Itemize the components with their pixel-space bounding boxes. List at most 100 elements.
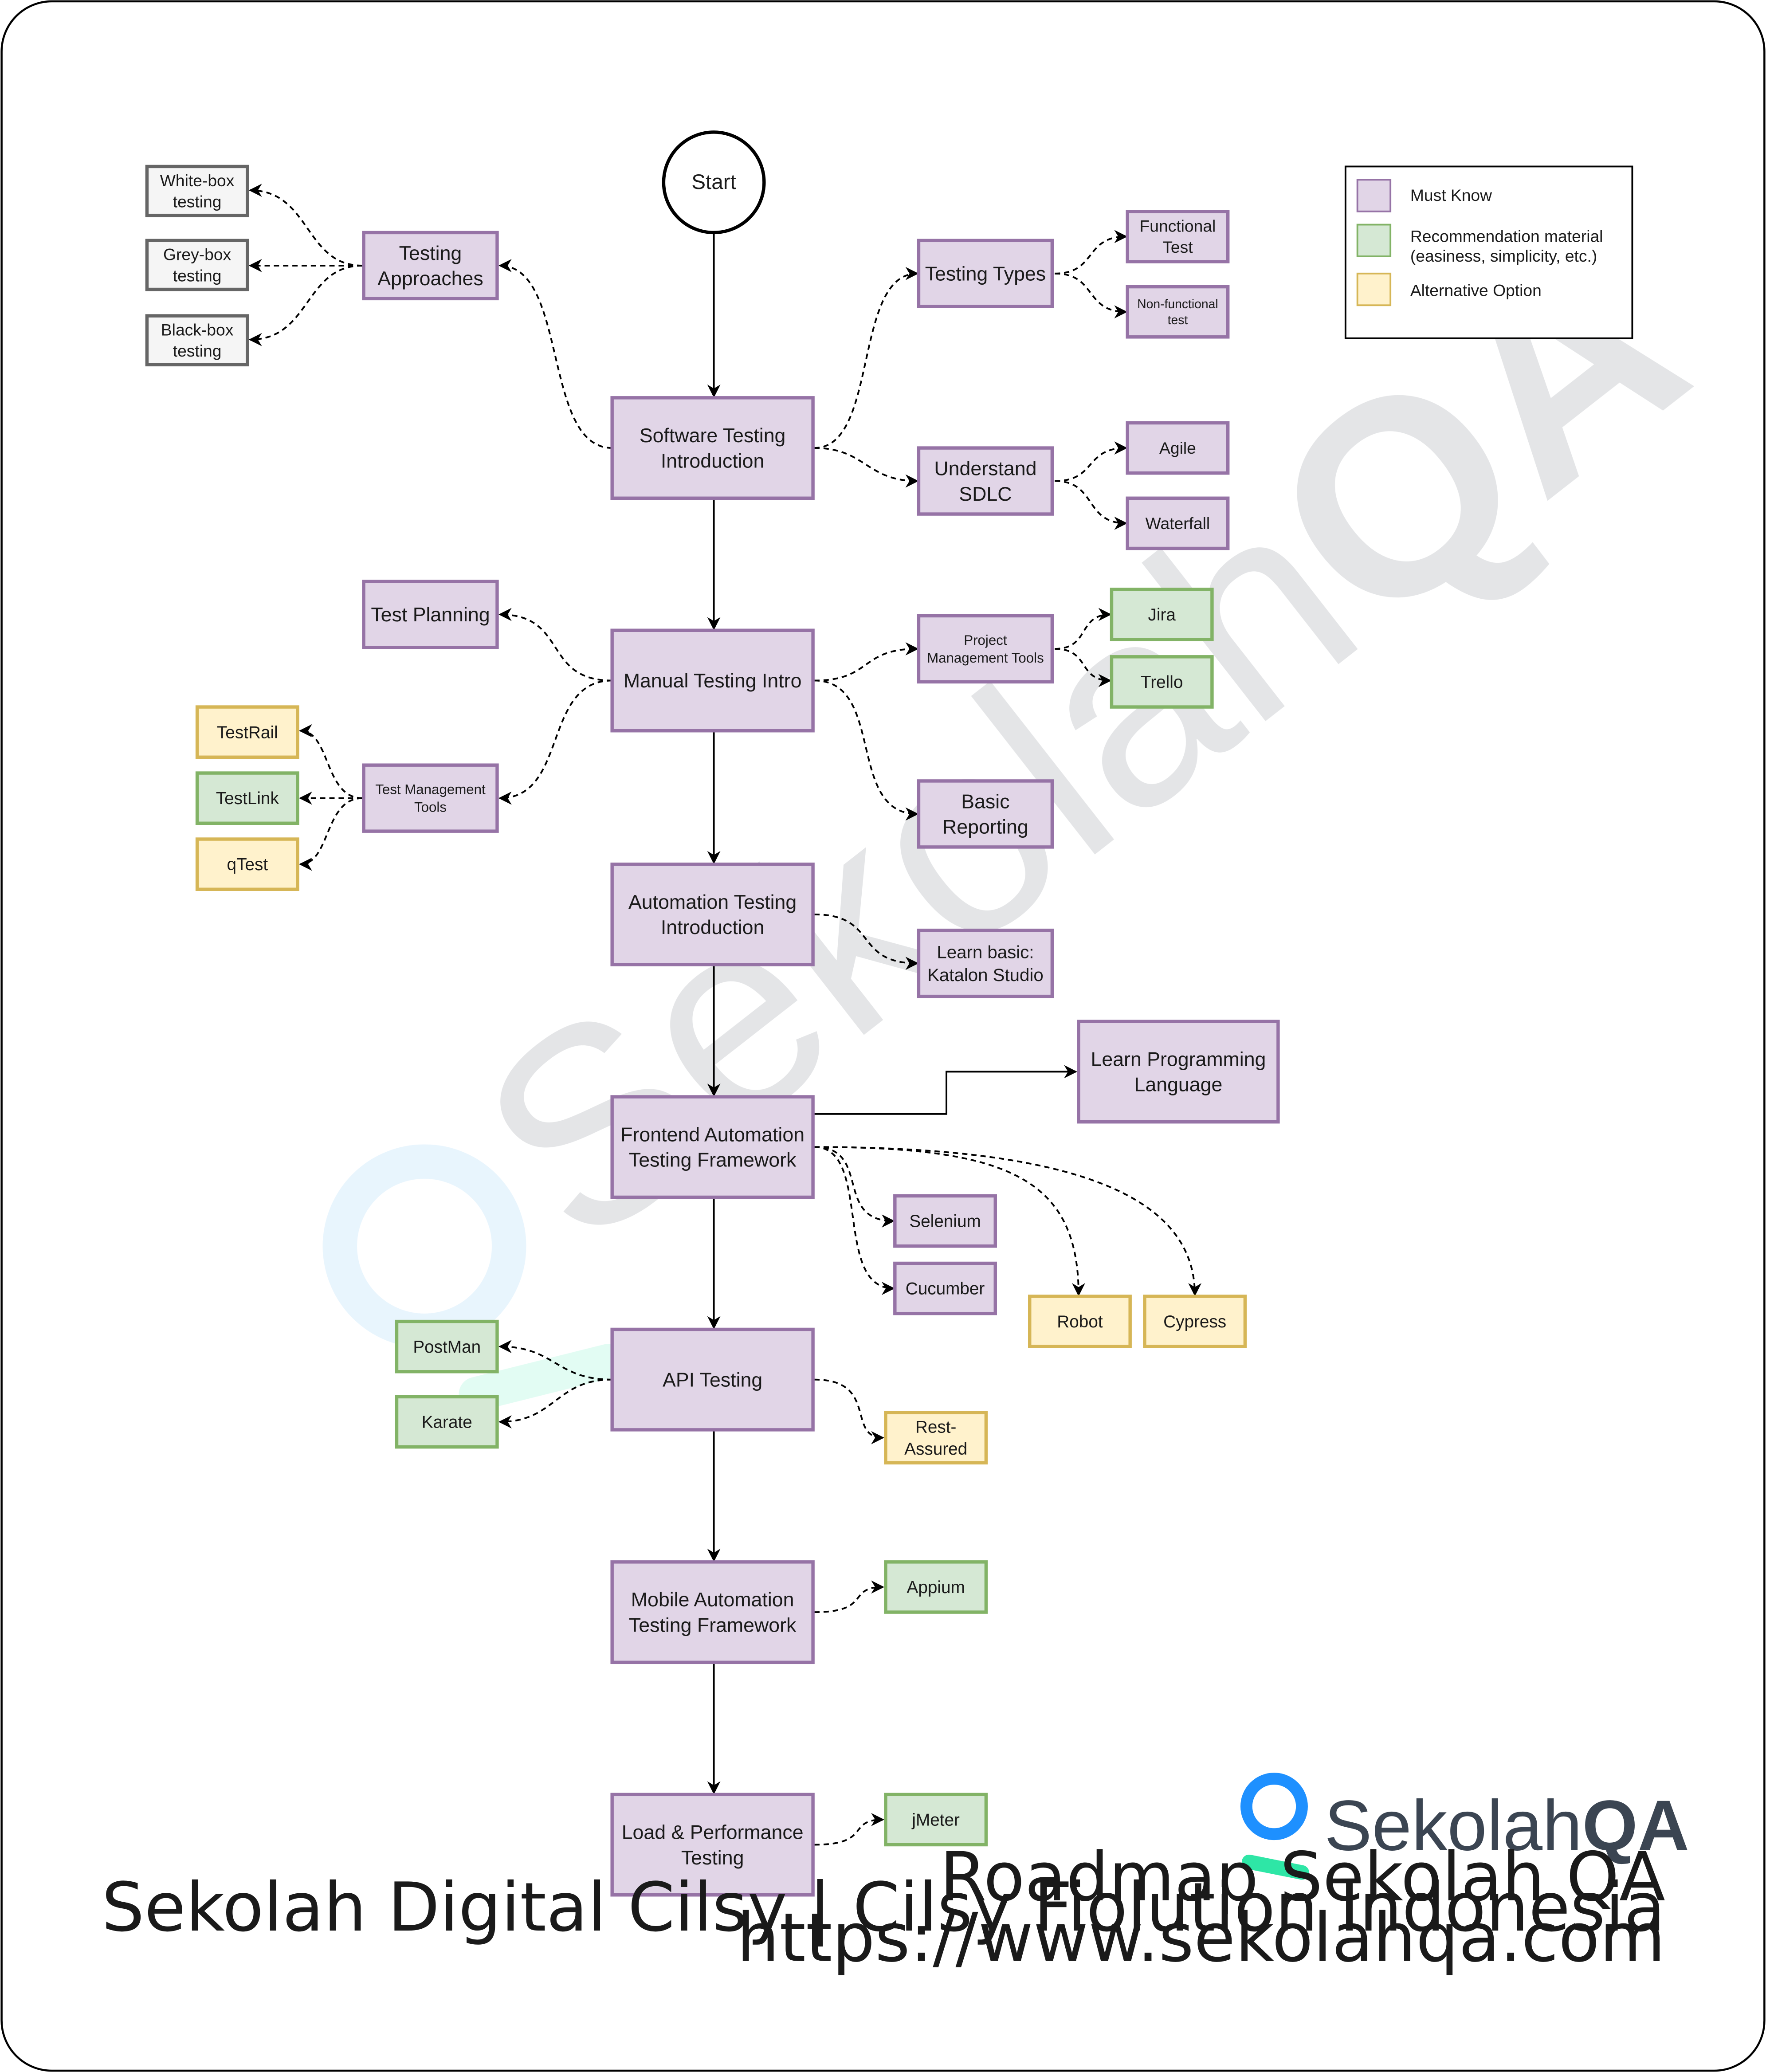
node-cucumber: Cucumber	[893, 1261, 997, 1315]
node-label: Introduction	[661, 917, 765, 938]
node-box	[1126, 210, 1230, 263]
footer-line-1: Roadmap Sekolah QA	[940, 1838, 1665, 1916]
node-label: Language	[1134, 1074, 1223, 1096]
legend-swatch-recommendation	[1356, 224, 1392, 257]
footer-logo: SekolahQA	[1240, 1773, 1689, 1880]
node-label: Grey-box	[163, 245, 232, 264]
node-label: Tools	[414, 800, 447, 815]
legend-label-recommendation: Recommendation material	[1410, 227, 1603, 245]
node-box	[195, 771, 299, 825]
node-label: Testing Framework	[629, 1150, 797, 1171]
node-label: Learn Programming	[1091, 1048, 1266, 1070]
node-label: Trello	[1141, 673, 1183, 692]
node-box	[1110, 588, 1214, 641]
node-label: Cypress	[1163, 1312, 1226, 1331]
node-box	[884, 1560, 988, 1614]
node-box	[145, 239, 249, 291]
node-label: Test	[1162, 238, 1193, 256]
node-label: Waterfall	[1146, 514, 1210, 533]
node-box	[395, 1395, 499, 1449]
node-label: Rest-	[915, 1418, 957, 1437]
node-appium: Appium	[884, 1560, 988, 1614]
node-box	[362, 580, 499, 649]
node-label: Karate	[422, 1413, 472, 1432]
node-label: TestRail	[217, 723, 278, 742]
footer-line-2: Sekolah Digital Cilsy | Cilsy Fiolution …	[102, 1868, 1665, 1946]
node-label: Introduction	[661, 450, 765, 472]
node-box	[917, 779, 1054, 849]
node-label: Robot	[1057, 1312, 1103, 1331]
node-testrail: TestRail	[195, 705, 299, 759]
node-box	[1110, 655, 1214, 709]
node-label: testing	[173, 266, 222, 285]
node-box	[1126, 421, 1230, 475]
node-box	[893, 1194, 997, 1248]
node-box	[610, 1793, 815, 1897]
node-label: API Testing	[663, 1369, 762, 1391]
node-label: Load & Performance	[622, 1822, 804, 1844]
node-box	[610, 1095, 815, 1199]
node-label: Black-box	[161, 320, 234, 339]
node-waterfall: Waterfall	[1126, 496, 1230, 550]
logo-bar-icon	[1241, 1854, 1309, 1880]
node-box	[362, 763, 499, 833]
node-label: Project	[964, 632, 1007, 648]
node-label: Basic	[961, 791, 1009, 812]
node-karate: Karate	[395, 1395, 499, 1449]
node-label: Test Management	[375, 782, 486, 797]
legend-label-alternative: Alternative Option	[1410, 281, 1542, 299]
node-label: Frontend Automation	[620, 1124, 805, 1146]
node-label: Automation Testing	[628, 891, 797, 913]
node-label: testing	[173, 192, 222, 211]
node-box	[1028, 1295, 1132, 1348]
node-manual-testing: Manual Testing Intro	[610, 628, 815, 733]
main-flow-edges	[707, 232, 1078, 1795]
dashed-edges	[248, 184, 1202, 1846]
node-box	[884, 1793, 988, 1847]
node-label: testing	[173, 341, 222, 360]
node-label: Functional	[1140, 217, 1216, 235]
node-box	[917, 614, 1054, 684]
node-label: Test Planning	[371, 604, 490, 626]
node-box	[917, 239, 1054, 308]
node-label: TestLink	[216, 789, 279, 808]
logo-wordmark-light: Sekolah	[1324, 1786, 1582, 1865]
node-jira: Jira	[1110, 588, 1214, 641]
node-label: Testing Framework	[629, 1614, 797, 1636]
node-rest-assured: Rest- Assured	[884, 1411, 988, 1465]
node-label: Jira	[1148, 605, 1176, 624]
node-label: Management Tools	[927, 650, 1044, 666]
node-box	[610, 1560, 815, 1664]
node-label: Learn basic:	[937, 942, 1034, 962]
node-box	[917, 446, 1054, 516]
node-label: Katalon Studio	[927, 965, 1044, 985]
node-box	[395, 1319, 499, 1373]
node-label: Assured	[904, 1440, 967, 1459]
legend-label-recommendation-note: (easiness, simplicity, etc.)	[1410, 247, 1597, 265]
footer-line-3: https://www.sekolahqa.com	[737, 1899, 1665, 1977]
node-box	[362, 231, 499, 301]
node-label: Testing	[399, 243, 462, 264]
legend-box	[1344, 165, 1633, 339]
node-qtest: qTest	[195, 837, 299, 891]
node-trello: Trello	[1110, 655, 1214, 709]
node-test-planning: Test Planning	[362, 580, 499, 649]
node-label: Manual Testing Intro	[624, 670, 802, 692]
node-label: Reporting	[942, 816, 1028, 838]
node-cypress: Cypress	[1143, 1295, 1247, 1348]
node-label: Testing Types	[925, 263, 1046, 285]
legend-label-must-know: Must Know	[1410, 186, 1492, 204]
